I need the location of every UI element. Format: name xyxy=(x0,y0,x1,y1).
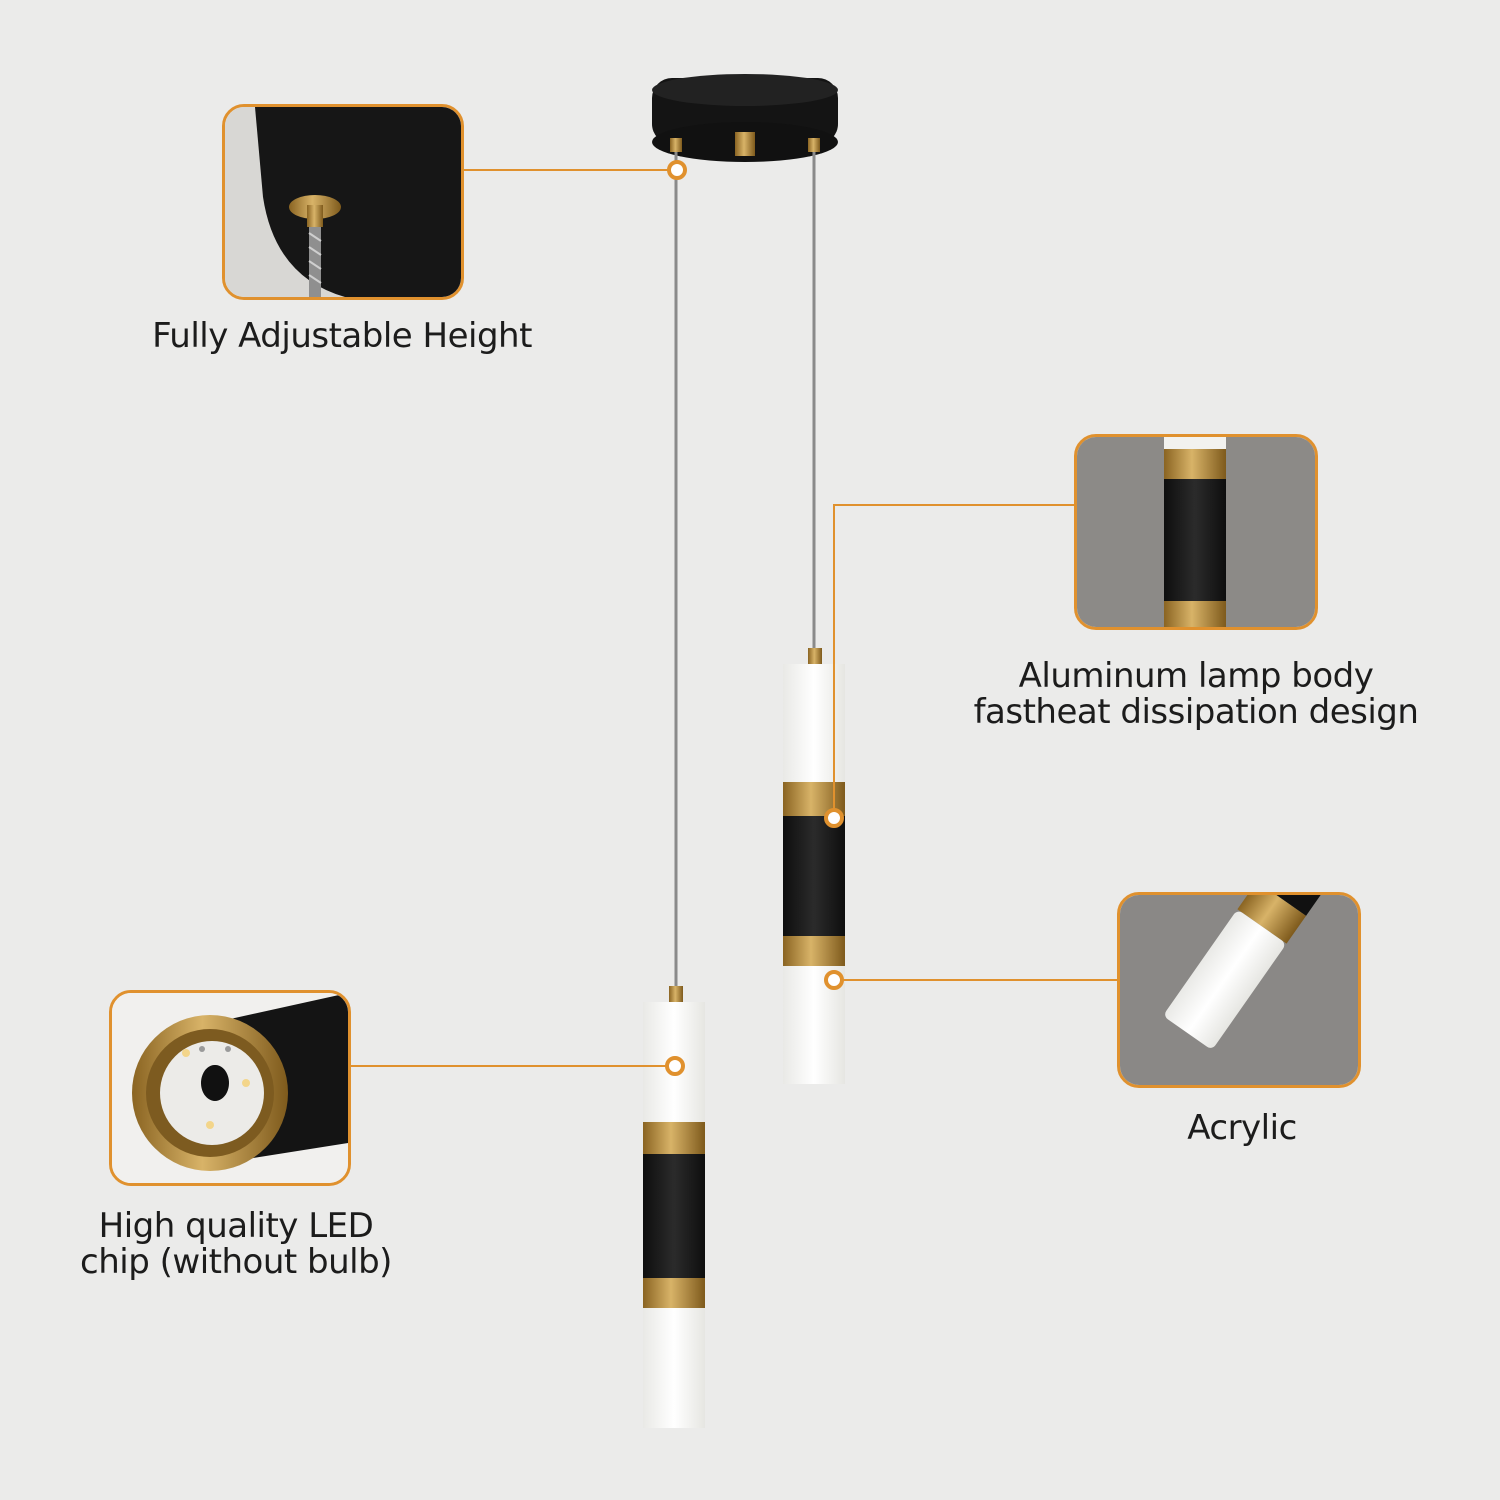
led-callout-dot xyxy=(665,1056,685,1076)
canopy-cable-detail-icon xyxy=(225,107,461,297)
lamp-body-detail-icon xyxy=(1077,437,1315,627)
led-detail-inset xyxy=(109,990,351,1186)
acrylic-callout-dot xyxy=(824,970,844,990)
led-label-line-1: High quality LED xyxy=(98,1206,374,1246)
body-label-line-2: fastheat dissipation design xyxy=(973,692,1419,732)
acrylic-label: Acrylic xyxy=(1140,1110,1344,1146)
upper-pendant-lamp xyxy=(783,648,845,1084)
body-label-line-1: Aluminum lamp body xyxy=(1018,656,1374,696)
height-detail-inset xyxy=(222,104,464,300)
body-label: Aluminum lamp body fastheat dissipation … xyxy=(960,658,1432,730)
led-chip-detail-icon xyxy=(112,993,348,1183)
leader-lines xyxy=(350,169,1117,1067)
lower-pendant-lamp xyxy=(643,986,705,1428)
led-label-line-2: chip (without bulb) xyxy=(80,1242,392,1282)
acrylic-detail-inset xyxy=(1117,892,1361,1088)
acrylic-label-line-1: Acrylic xyxy=(1187,1108,1297,1148)
body-detail-inset xyxy=(1074,434,1318,630)
ceiling-canopy xyxy=(652,74,838,162)
height-label: Fully Adjustable Height xyxy=(120,318,564,354)
led-label: High quality LED chip (without bulb) xyxy=(60,1208,412,1280)
height-label-line-1: Fully Adjustable Height xyxy=(152,316,532,356)
body-callout-dot xyxy=(824,808,844,828)
callout-dots xyxy=(665,160,844,1076)
height-callout-dot xyxy=(667,160,687,180)
acrylic-shade-detail-icon xyxy=(1120,895,1358,1085)
